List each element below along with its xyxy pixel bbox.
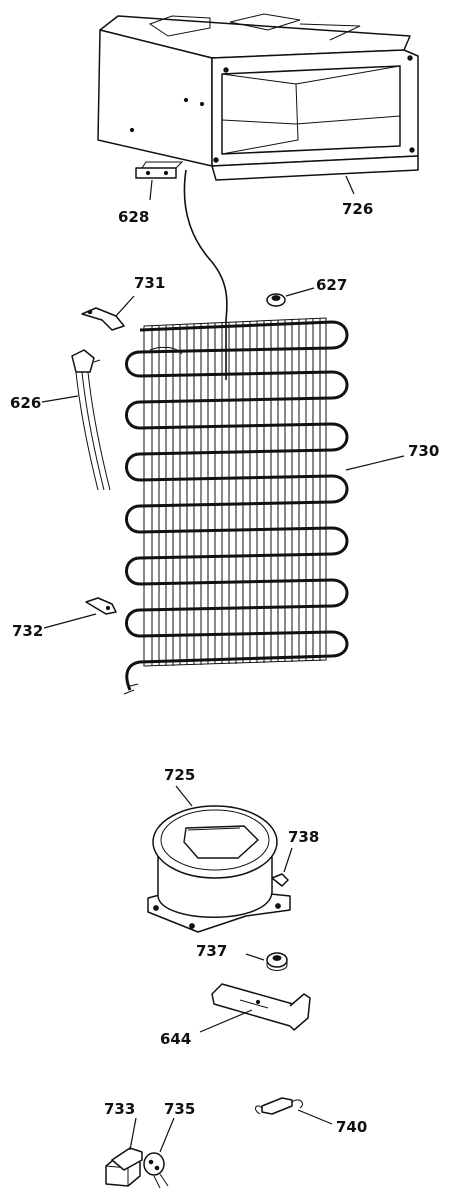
part-735-overload xyxy=(143,1152,169,1189)
leader-725 xyxy=(175,785,193,807)
capillary-tube xyxy=(183,169,228,380)
leader-735 xyxy=(159,1117,175,1153)
leader-627 xyxy=(285,287,315,297)
part-627-grommet xyxy=(266,293,286,307)
leader-626 xyxy=(41,395,79,403)
part-731-clip xyxy=(81,307,125,331)
part-644-bracket xyxy=(211,983,311,1031)
label-737: 737 xyxy=(196,942,227,960)
label-626: 626 xyxy=(10,394,41,412)
part-726-evaporator-box xyxy=(97,13,419,181)
label-740: 740 xyxy=(336,1118,367,1136)
leader-732 xyxy=(43,613,97,629)
label-725: 725 xyxy=(164,766,195,784)
part-733-relay xyxy=(105,1147,143,1187)
part-732-clip xyxy=(85,597,117,615)
part-725-compressor xyxy=(147,805,291,933)
label-726: 726 xyxy=(342,200,373,218)
leader-644 xyxy=(199,1009,253,1033)
label-733: 733 xyxy=(104,1100,135,1118)
part-740-clip xyxy=(255,1097,303,1115)
part-738-clip xyxy=(271,873,289,887)
label-644: 644 xyxy=(160,1030,191,1048)
leader-733 xyxy=(129,1117,137,1151)
leader-737 xyxy=(245,953,265,961)
label-732: 732 xyxy=(12,622,43,640)
label-731: 731 xyxy=(134,274,165,292)
leader-731 xyxy=(115,295,135,317)
label-628: 628 xyxy=(118,208,149,226)
leader-740 xyxy=(297,1109,333,1125)
leader-730 xyxy=(345,455,405,471)
part-628-bracket xyxy=(135,161,184,179)
part-730-condenser xyxy=(123,317,349,695)
part-737-grommet xyxy=(266,952,288,971)
label-738: 738 xyxy=(288,828,319,846)
leader-726 xyxy=(345,175,355,195)
leader-628 xyxy=(149,179,153,201)
label-735: 735 xyxy=(164,1100,195,1118)
label-730: 730 xyxy=(408,442,439,460)
leader-738 xyxy=(283,847,293,873)
part-626-cord xyxy=(71,349,111,491)
label-627: 627 xyxy=(316,276,347,294)
